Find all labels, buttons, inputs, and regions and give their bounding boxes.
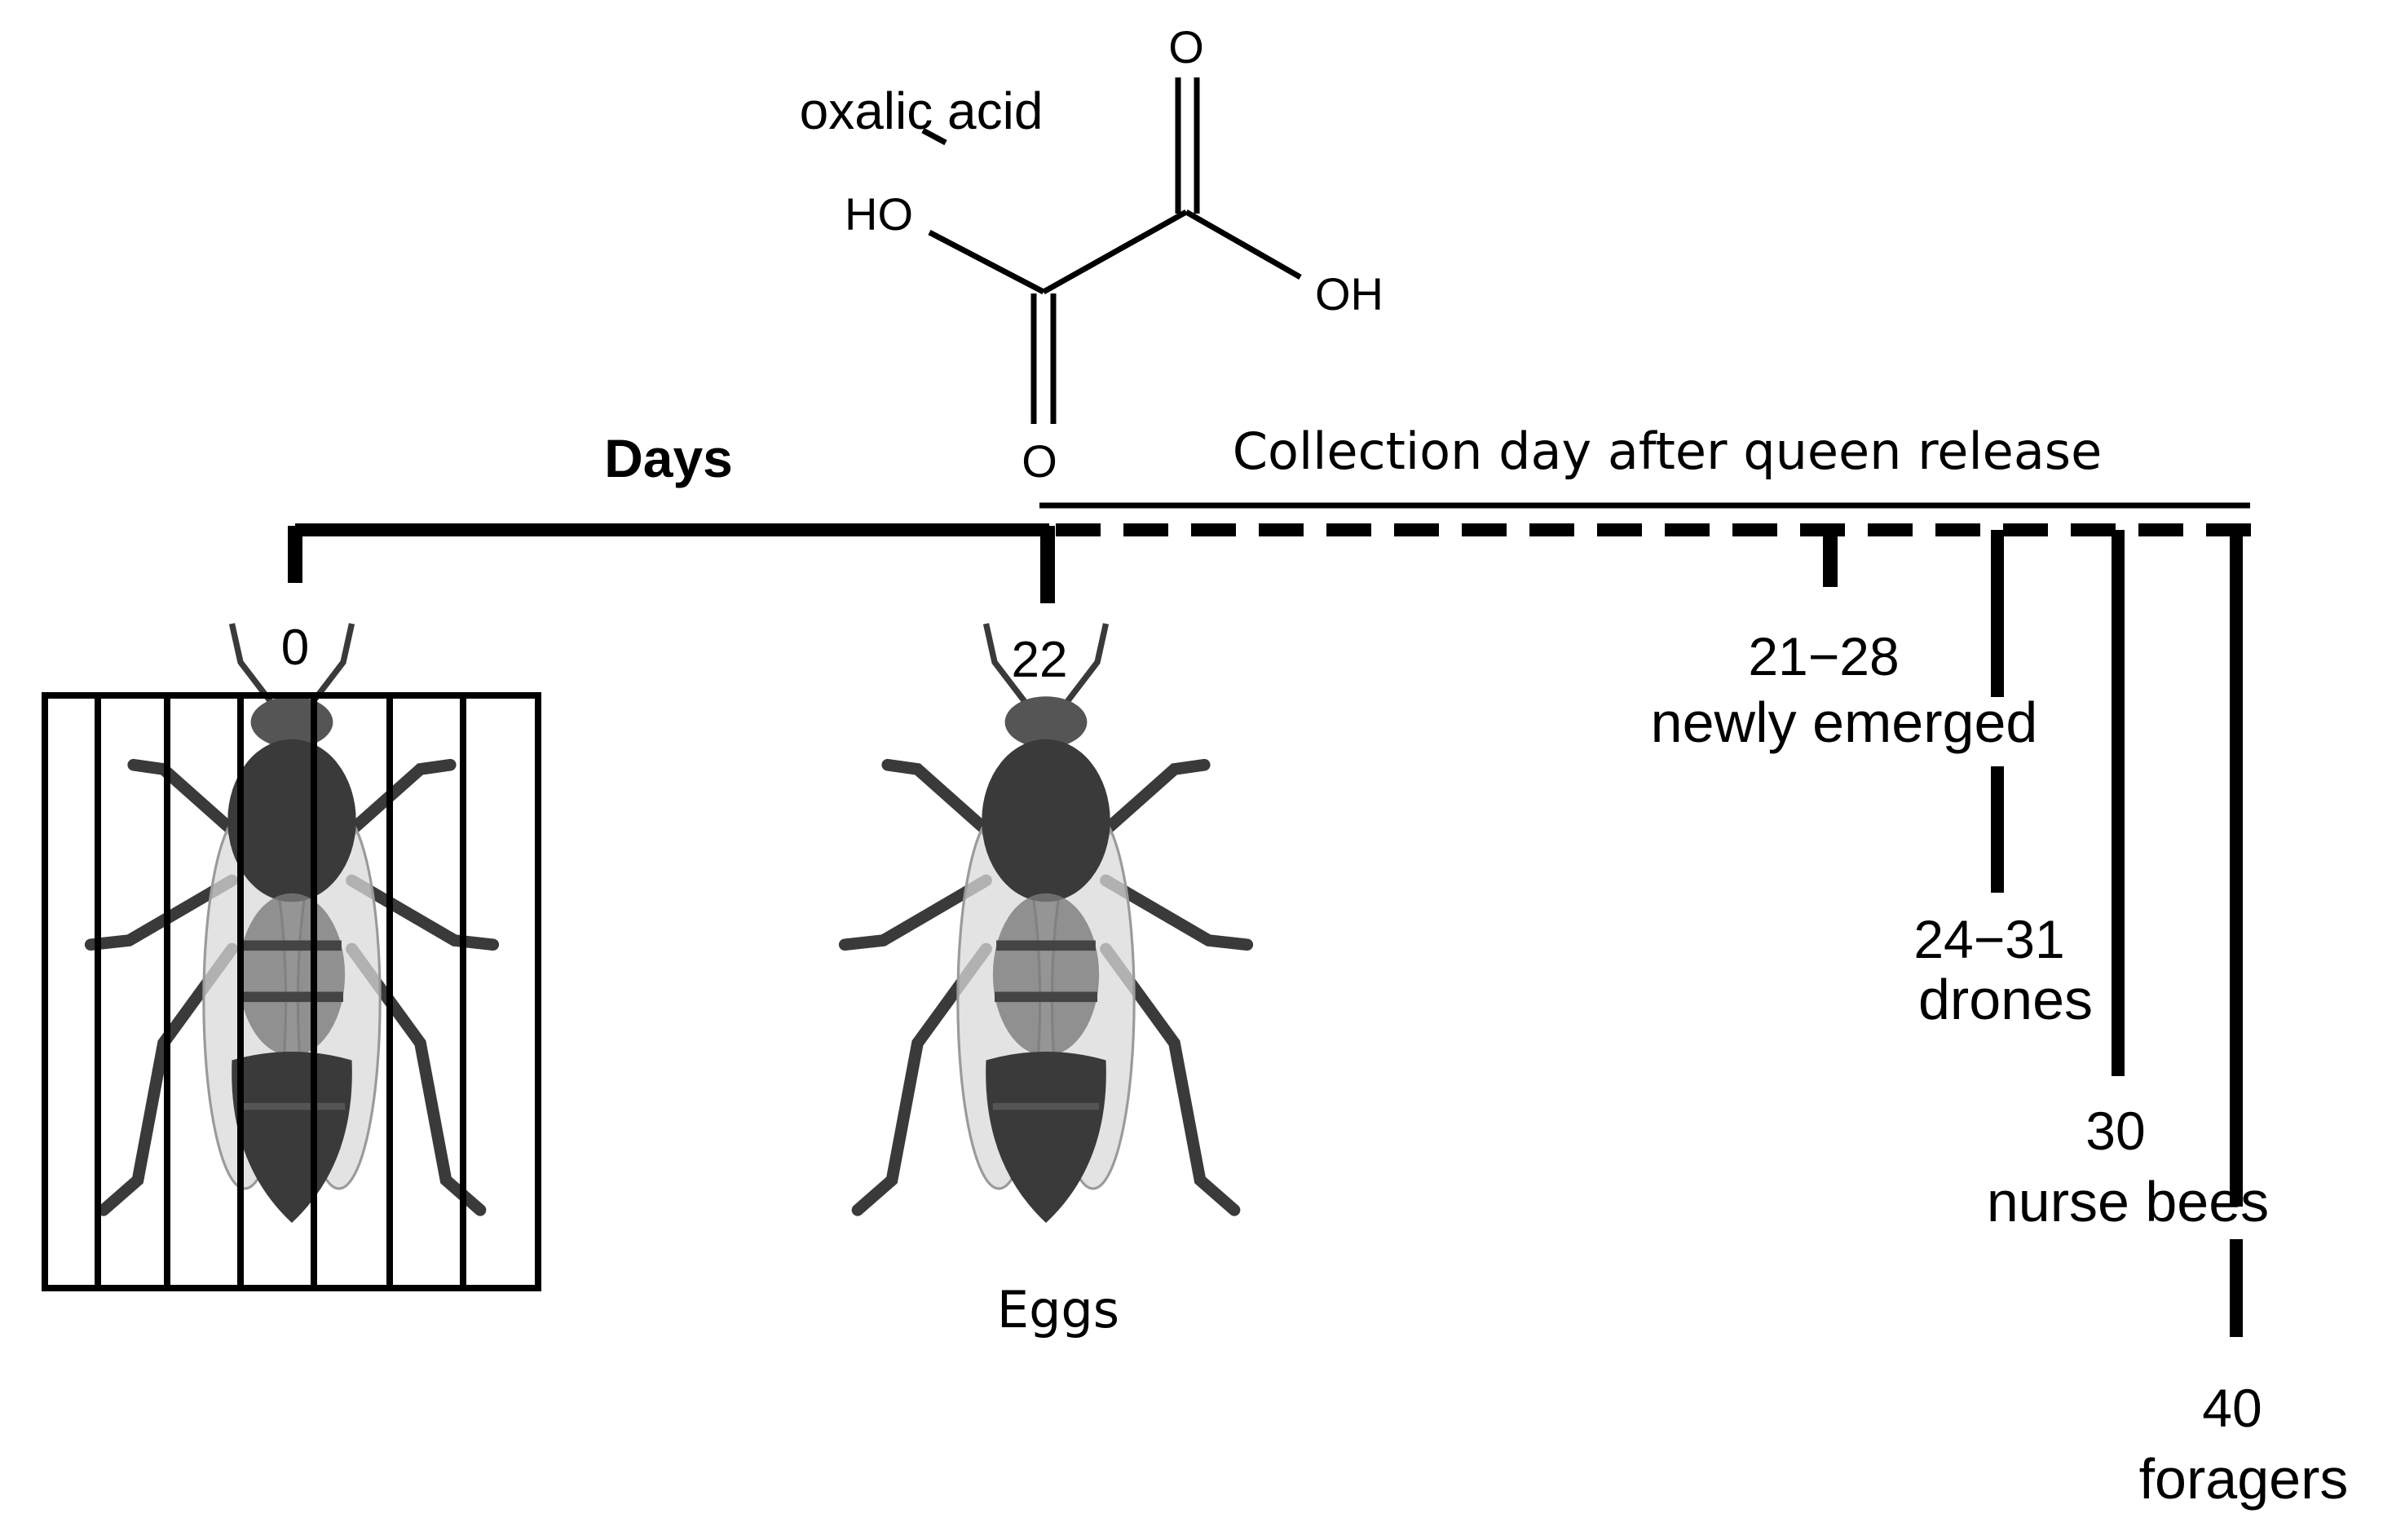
ho-c-bond-left (928, 229, 1045, 295)
newly-emerged-days: 21−28 (1748, 626, 1899, 686)
atom-o-bottom: O (1022, 435, 1057, 487)
eggs-label: Eggs (997, 1280, 1119, 1339)
c-c-bond (1042, 209, 1188, 295)
queen-bee-caged-icon (90, 624, 493, 1223)
foragers-days: 40 (2202, 1378, 2262, 1438)
ho-c-bond (921, 127, 947, 146)
newly-emerged-label: newly emerged (1651, 691, 2038, 754)
collection-label: Collection day after queen release (1233, 421, 2103, 481)
caged-queen (42, 624, 541, 1291)
foragers-label: foragers (2139, 1447, 2349, 1511)
day-0-label: 0 (281, 620, 309, 676)
timeline-axis (288, 502, 2258, 1337)
nurse-bees-days: 30 (2085, 1101, 2145, 1161)
day-22-label: 22 (1012, 632, 1068, 688)
queen-cage-frame (42, 692, 541, 1291)
nurse-bees-label: nurse bees (1987, 1170, 2269, 1233)
queen-bee-released-icon (845, 624, 1247, 1223)
atom-o-top: O (1168, 21, 1204, 73)
days-label: Days (604, 428, 733, 488)
oxalic-acid-structure (921, 77, 1302, 424)
drones-label: drones (1918, 968, 2093, 1031)
c-oh-bond (1185, 209, 1302, 280)
atom-oh-right: OH (1315, 268, 1383, 320)
queen-cage-bars (95, 695, 466, 1288)
atom-ho-left: HO (845, 188, 913, 240)
molecule-name: oxalic acid (800, 82, 1044, 140)
drones-days: 24−31 (1913, 909, 2064, 969)
